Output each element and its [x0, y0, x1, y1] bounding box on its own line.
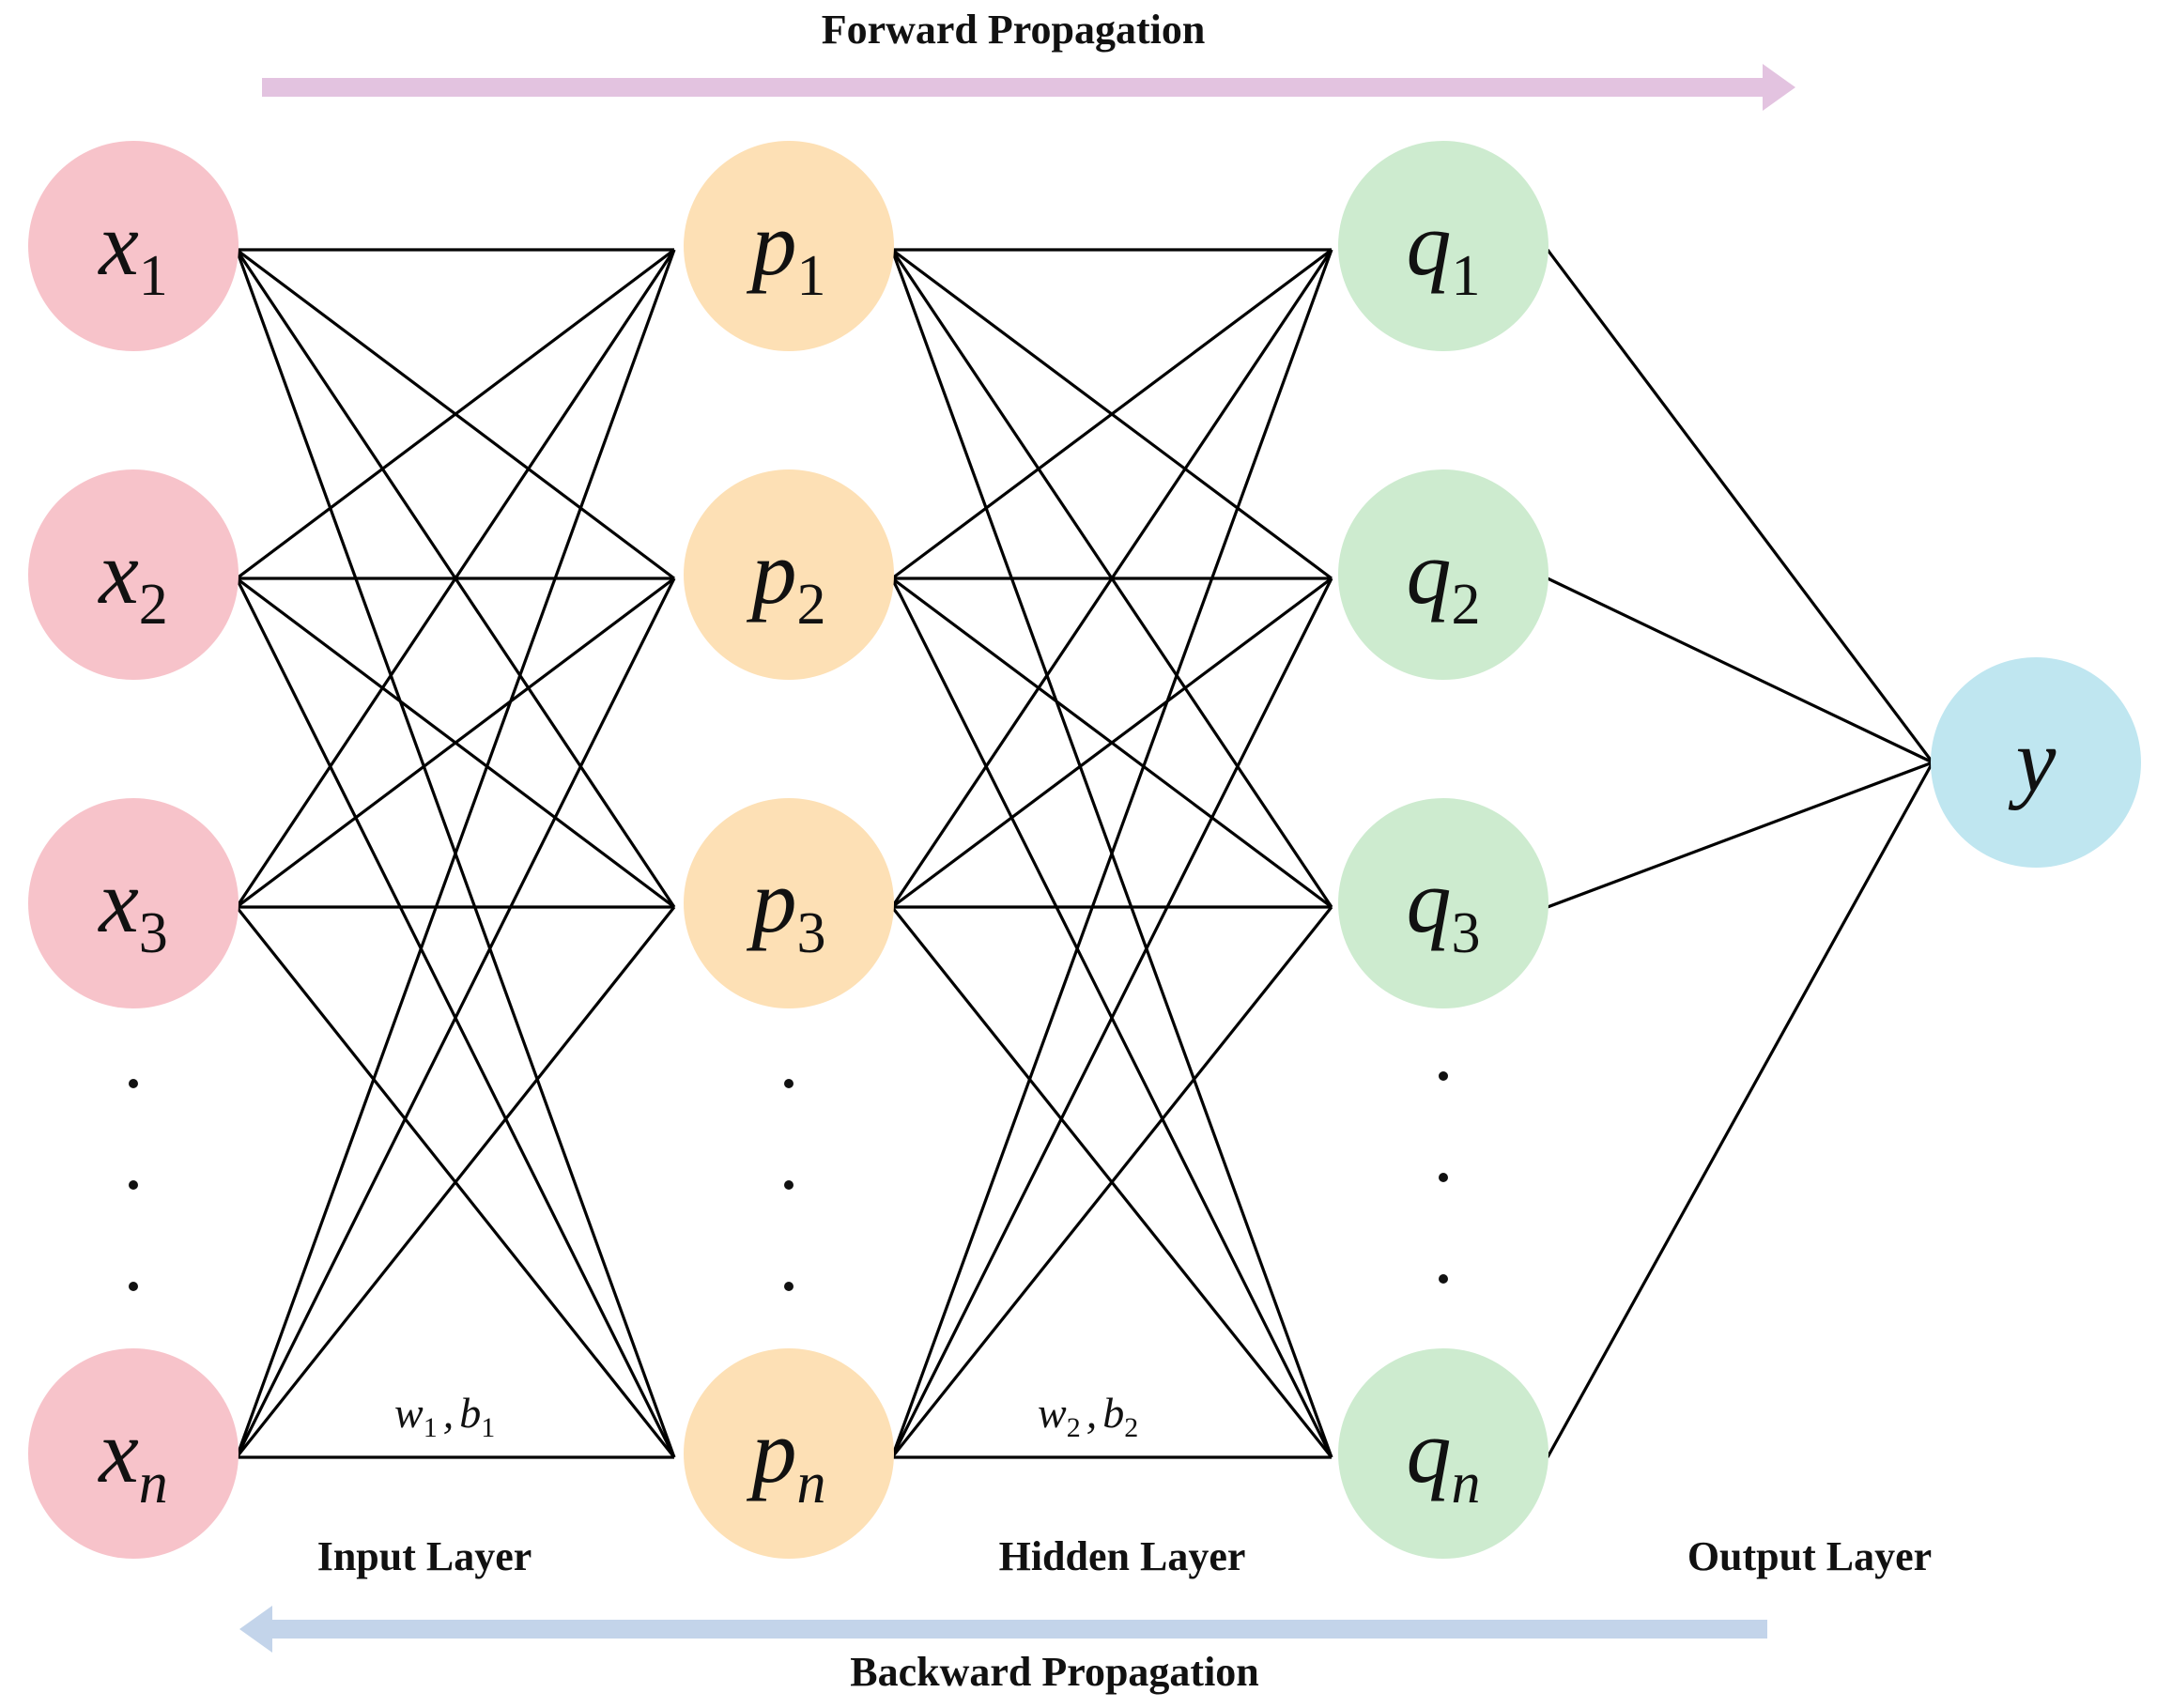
node-letter: p [747, 851, 797, 951]
node-letter: p [747, 193, 797, 294]
edge-p2-q1 [891, 248, 1333, 580]
node-input-1: x1 [28, 141, 239, 351]
node-circle [1338, 141, 1548, 351]
node-hidden-q-3: q3 [1338, 798, 1548, 1008]
node-subscript: n [1452, 1452, 1481, 1516]
node-label: x2 [97, 522, 168, 637]
node-letter: x [97, 851, 139, 951]
node-subscript: 2 [139, 573, 168, 637]
node-label: pn [747, 1401, 826, 1516]
weights-bias-1-label: w1,b1 [394, 1389, 495, 1443]
backward-arrow [239, 1606, 1767, 1653]
edge-p3-q1 [890, 249, 1333, 908]
node-circle [28, 1348, 239, 1559]
edge-x4-p3 [235, 906, 676, 1458]
node-label: q3 [1407, 851, 1481, 965]
edge-x3-p1 [235, 249, 676, 908]
hidden-q-ellipsis [1439, 1071, 1448, 1284]
hidden-layer-label: Hidden Layer [999, 1533, 1246, 1579]
edge-p4-q1 [890, 249, 1333, 1458]
node-letter: x [97, 193, 139, 294]
edge-q1-y [1546, 249, 1934, 763]
node-subscript: 3 [139, 901, 168, 965]
hidden-p-ellipsis [784, 1079, 793, 1291]
node-letter: x [97, 1401, 139, 1501]
node-subscript: 3 [1452, 901, 1481, 965]
input-layer-label: Input Layer [317, 1533, 532, 1579]
backward-propagation-label: Backward Propagation [850, 1649, 1259, 1695]
node-circle [28, 469, 239, 680]
node-circle [1338, 1348, 1548, 1559]
node-letter: q [1407, 522, 1452, 623]
node-circle [1931, 657, 2141, 868]
node-hidden-p-4: pn [684, 1348, 894, 1559]
node-subscript: n [797, 1452, 826, 1516]
node-label: p3 [747, 851, 826, 965]
node-hidden-p-1: p1 [684, 141, 894, 351]
edge-q4-y [1546, 762, 1934, 1458]
weights-bias-2-label: w2,b2 [1038, 1389, 1138, 1443]
node-input-2: x2 [28, 469, 239, 680]
edge-p3-q2 [891, 577, 1333, 909]
edge-x3-p2 [236, 577, 675, 909]
node-subscript: 3 [797, 901, 826, 965]
node-label: x3 [97, 851, 168, 965]
forward-arrow [262, 64, 1795, 111]
node-output-1: y [1931, 657, 2141, 868]
node-subscript: 1 [1452, 244, 1481, 308]
node-subscript: 1 [139, 244, 168, 308]
node-label: p1 [747, 193, 826, 308]
node-letter: q [1407, 1401, 1452, 1501]
node-circle [684, 1348, 894, 1559]
node-letter: q [1407, 851, 1452, 951]
node-circle [1338, 798, 1548, 1008]
node-label: q1 [1407, 193, 1481, 308]
node-subscript: 2 [797, 573, 826, 637]
node-input-4: xn [28, 1348, 239, 1559]
node-hidden-p-3: p3 [684, 798, 894, 1008]
node-label: x1 [97, 193, 168, 308]
node-label: xn [97, 1401, 168, 1516]
node-letter: y [2008, 710, 2057, 810]
node-label: qn [1407, 1401, 1481, 1516]
node-circle [684, 469, 894, 680]
node-hidden-q-1: q1 [1338, 141, 1548, 351]
node-subscript: n [139, 1452, 168, 1516]
edge-x2-p1 [236, 248, 675, 580]
node-letter: x [97, 522, 139, 623]
node-label: p2 [747, 522, 826, 637]
node-hidden-q-4: qn [1338, 1348, 1548, 1559]
edge-x4-p1 [235, 249, 676, 1458]
node-letter: q [1407, 193, 1452, 294]
node-hidden-p-2: p2 [684, 469, 894, 680]
edge-p4-q2 [890, 577, 1333, 1458]
node-circle [28, 141, 239, 351]
node-circle [1338, 469, 1548, 680]
edge-q3-y [1547, 761, 1934, 909]
node-letter: p [747, 1401, 797, 1501]
node-subscript: 2 [1452, 573, 1481, 637]
output-layer-label: Output Layer [1687, 1533, 1932, 1579]
edge-p4-q3 [890, 906, 1333, 1458]
node-label: q2 [1407, 522, 1481, 637]
edge-x4-p2 [235, 577, 676, 1458]
node-circle [684, 798, 894, 1008]
node-circle [28, 798, 239, 1008]
node-circle [684, 141, 894, 351]
forward-propagation-label: Forward Propagation [822, 7, 1206, 53]
connection-lines [235, 248, 1934, 1459]
node-hidden-q-2: q2 [1338, 469, 1548, 680]
node-label: y [2008, 710, 2057, 810]
node-input-3: x3 [28, 798, 239, 1008]
node-subscript: 1 [797, 244, 826, 308]
node-letter: p [747, 522, 797, 623]
input-ellipsis [129, 1079, 138, 1291]
edge-q2-y [1547, 577, 1934, 764]
